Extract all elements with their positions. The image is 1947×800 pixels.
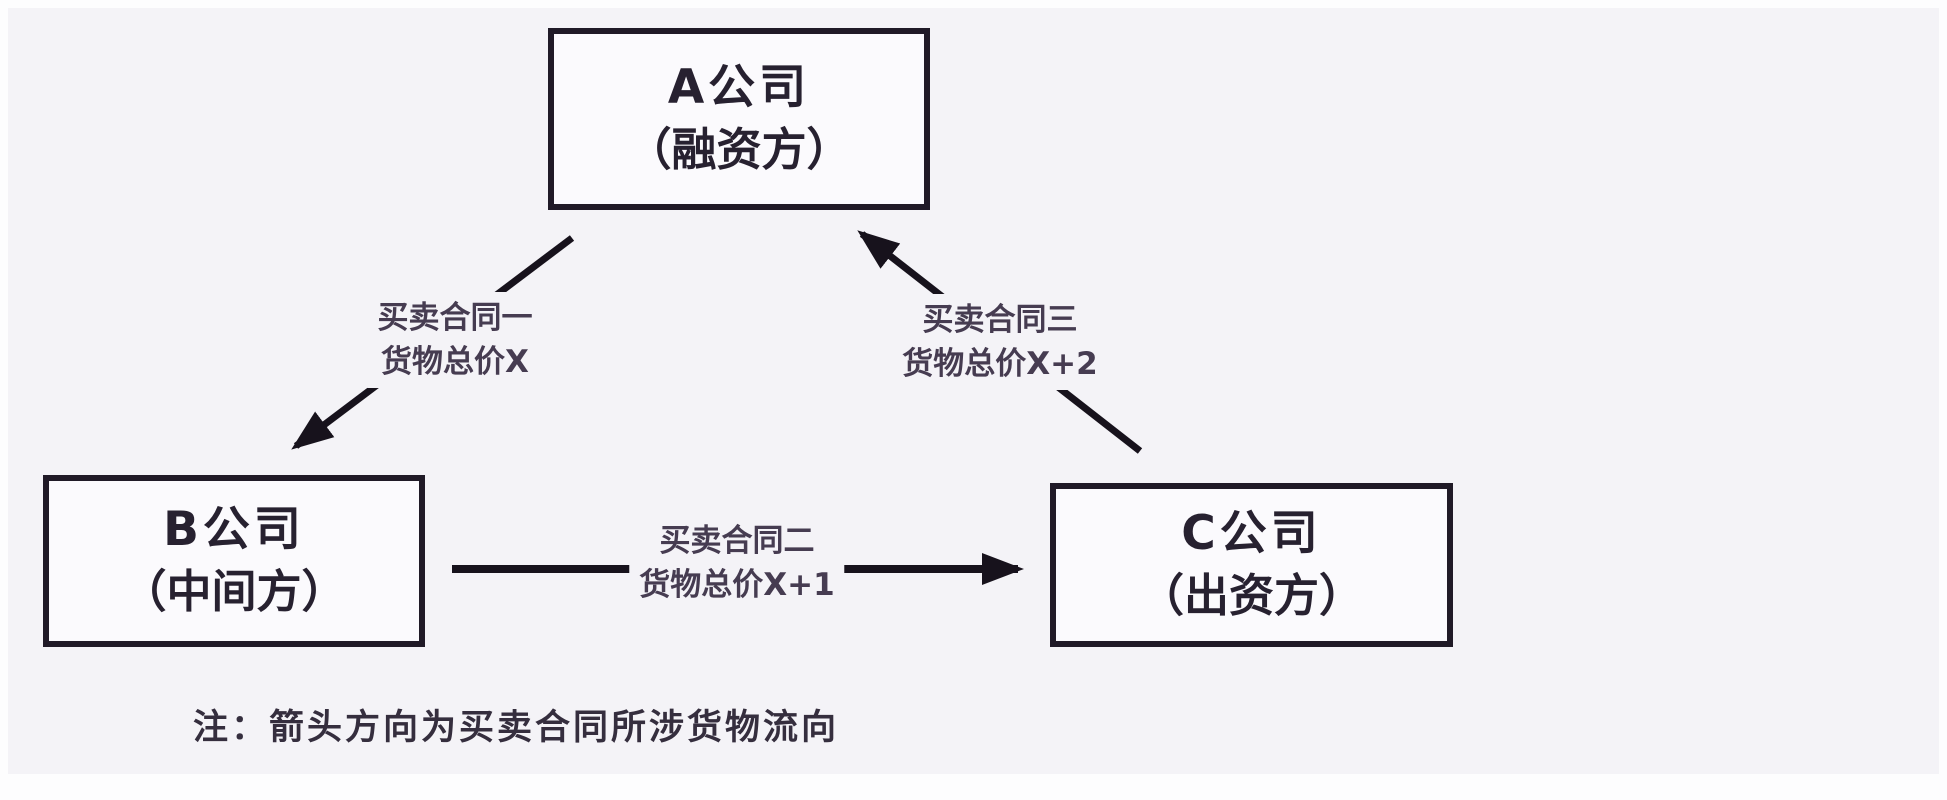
contract-2-price: 货物总价X+1: [639, 567, 835, 603]
company-a-role: （融资方）: [626, 123, 852, 176]
contract-1-title: 买卖合同一: [377, 300, 533, 336]
contract-3-price: 货物总价X+2: [902, 346, 1098, 382]
company-a-name: A公司: [667, 60, 811, 115]
company-b-name: B公司: [163, 502, 305, 557]
contract-1-price: 货物总价X: [381, 344, 529, 380]
company-c-name: C公司: [1181, 506, 1322, 561]
edge-label-contract-3: 买卖合同三 货物总价X+2: [892, 294, 1108, 390]
node-company-a: A公司 （融资方）: [548, 28, 930, 210]
edge-label-contract-1: 买卖合同一 货物总价X: [367, 292, 543, 388]
edge-label-contract-2: 买卖合同二 货物总价X+1: [629, 515, 845, 611]
contract-2-title: 买卖合同二: [659, 523, 815, 559]
contract-3-title: 买卖合同三: [922, 302, 1078, 338]
node-company-b: B公司 （中间方）: [43, 475, 425, 647]
footnote: 注：箭头方向为买卖合同所涉货物流向: [193, 708, 840, 748]
node-company-c: C公司 （出资方）: [1050, 483, 1453, 647]
company-c-role: （出资方）: [1138, 569, 1364, 622]
company-b-role: （中间方）: [121, 565, 347, 618]
